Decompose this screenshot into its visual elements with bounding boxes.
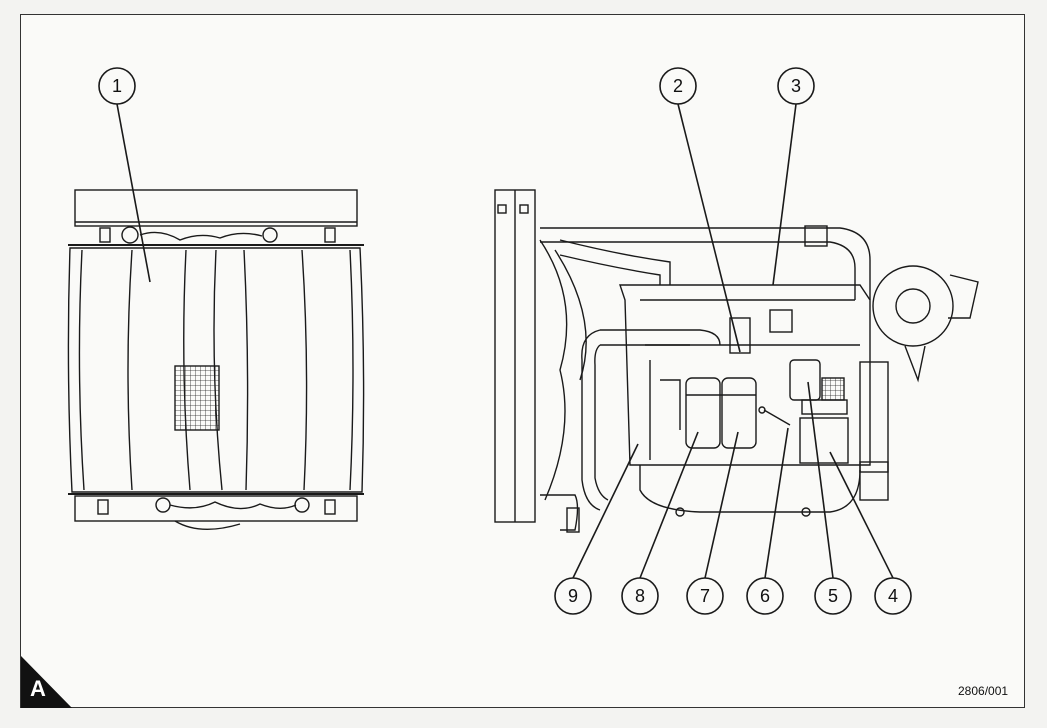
callout-7: 7 (686, 577, 724, 615)
callout-3: 3 (777, 67, 815, 105)
radiator-drawing (67, 189, 365, 531)
diagram-frame (20, 14, 1025, 708)
svg-text:1: 1 (112, 76, 122, 96)
reference-code: 2806/001 (958, 684, 1009, 698)
callout-8: 8 (621, 577, 659, 615)
svg-text:7: 7 (700, 586, 710, 606)
svg-text:6: 6 (760, 586, 770, 606)
svg-text:4: 4 (888, 586, 898, 606)
callout-1: 1 (98, 67, 136, 105)
leader-lines (116, 103, 894, 579)
svg-text:2: 2 (673, 76, 683, 96)
svg-text:3: 3 (791, 76, 801, 96)
callout-4: 4 (874, 577, 912, 615)
svg-text:5: 5 (828, 586, 838, 606)
svg-text:8: 8 (635, 586, 645, 606)
engine-drawing (494, 189, 979, 533)
callout-5: 5 (814, 577, 852, 615)
figure-letter: A (30, 676, 46, 701)
svg-text:9: 9 (568, 586, 578, 606)
callout-6: 6 (746, 577, 784, 615)
callout-2: 2 (659, 67, 697, 105)
figure-corner-badge (21, 656, 72, 708)
callout-9: 9 (554, 577, 592, 615)
